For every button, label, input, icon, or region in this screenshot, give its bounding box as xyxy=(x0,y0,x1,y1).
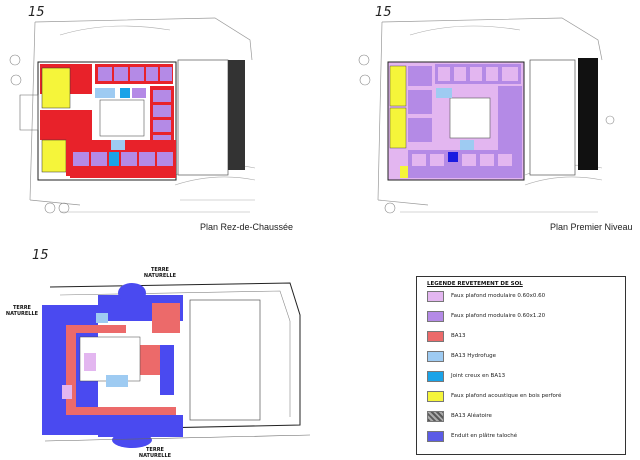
legend-item: Joint creux en BA13 xyxy=(427,371,617,383)
legend-swatch xyxy=(427,371,444,382)
legend-swatch xyxy=(427,311,444,322)
third-plan-drawing xyxy=(42,282,311,448)
legend-box: LEGENDE REVETEMENT DE SOL Faux plafond m… xyxy=(416,276,626,455)
legend-label: Faux plafond acoustique en bois perforé xyxy=(451,393,562,399)
plan-number: 15 xyxy=(375,5,392,20)
legend-swatch xyxy=(427,331,444,342)
plan-caption: Plan Rez-de-Chaussée xyxy=(200,222,294,232)
legend-label: Faux plafond modulaire 0.60x0.60 xyxy=(451,293,546,299)
legend-swatch xyxy=(427,291,444,302)
legend-item: Faux plafond modulaire 0.60x1.20 xyxy=(427,311,617,323)
first-floor-drawing xyxy=(358,17,615,214)
legend-label: BA13 Aléatoire xyxy=(451,413,492,419)
legend-swatch xyxy=(427,351,444,362)
legend-label: Joint creux en BA13 xyxy=(451,373,506,379)
legend-item: Enduit en plâtre taloché xyxy=(427,431,617,443)
legend-item: Faux plafond modulaire 0.60x0.60 xyxy=(427,291,617,303)
ground-floor-drawing xyxy=(9,17,256,214)
legend-item: BA13 Aléatoire xyxy=(427,411,617,423)
legend-label: BA13 Hydrofuge xyxy=(451,353,496,359)
legend-label: Enduit en plâtre taloché xyxy=(451,433,518,439)
legend-label: Faux plafond modulaire 0.60x1.20 xyxy=(451,313,546,319)
legend-item: BA13 Hydrofuge xyxy=(427,351,617,363)
legend-swatch xyxy=(427,431,444,442)
plan-premier-niveau: 15 Plan Premier N xyxy=(340,0,640,240)
plan-caption: Plan Premier Niveau xyxy=(550,222,633,232)
legend-swatch xyxy=(427,411,444,422)
plan-number: 15 xyxy=(32,248,49,263)
legend-item: BA13 xyxy=(427,331,617,343)
plan-number: 15 xyxy=(28,5,45,20)
legend-item: Faux plafond acoustique en bois perforé xyxy=(427,391,617,403)
plan-rez-de-chaussee: 15 xyxy=(0,0,300,240)
legend-title: LEGENDE REVETEMENT DE SOL xyxy=(427,281,523,287)
legend-swatch xyxy=(427,391,444,402)
legend-label: BA13 xyxy=(451,333,466,339)
